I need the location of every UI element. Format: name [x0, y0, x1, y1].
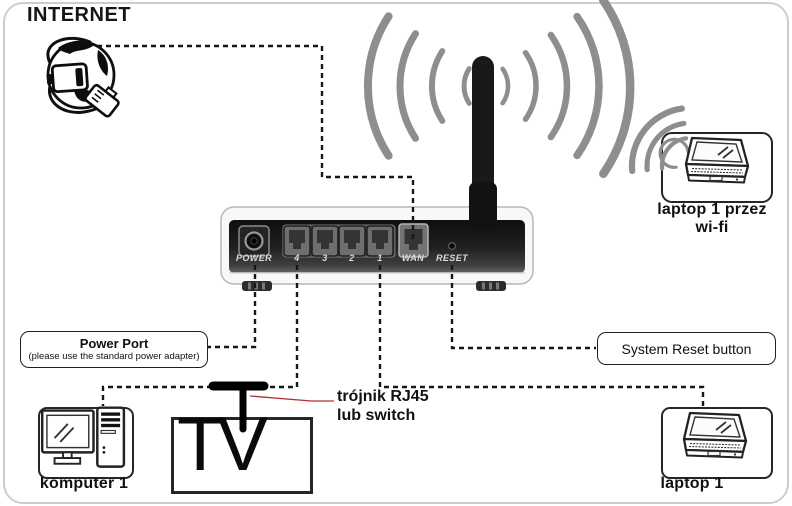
connector-lan1-laptop	[378, 265, 705, 406]
wifi-waves-laptop	[628, 105, 690, 175]
system-reset-label: System Reset button	[621, 340, 752, 357]
rj45-splitter	[208, 381, 269, 433]
power-port-title: Power Port	[79, 336, 149, 351]
diagram-frame	[3, 2, 789, 504]
router-power-label: POWER	[235, 253, 273, 263]
router-port3-label: 3	[322, 253, 328, 263]
connector-lan4-splitter-desktop	[101, 265, 299, 406]
router-port1-label: 1	[377, 253, 383, 263]
router-port4-label: 4	[294, 253, 300, 263]
lan-ports	[283, 225, 394, 257]
wired-laptop-label: laptop 1	[660, 475, 724, 492]
router-wan-label: WAN	[401, 253, 425, 263]
power-jack	[238, 225, 270, 257]
splitter-label: trójnik RJ45 lub switch	[337, 388, 429, 424]
laptop-icon	[684, 136, 750, 184]
connector-internet-wan	[97, 44, 415, 243]
wifi-waves-router	[363, 0, 635, 179]
router-port2-label: 2	[349, 253, 355, 263]
annotation-line	[249, 395, 334, 402]
internet-globe-icon	[46, 36, 120, 118]
tv-box	[171, 417, 313, 494]
connector-reset	[450, 265, 596, 350]
system-reset-callout: System Reset button	[597, 332, 776, 365]
desktop-computer-icon	[40, 406, 126, 468]
router-device	[220, 206, 534, 291]
connectors	[97, 44, 705, 406]
power-port-callout: Power Port (please use the standard powe…	[20, 331, 208, 368]
wan-port	[398, 223, 429, 258]
router-reset-label: RESET	[435, 253, 469, 263]
power-port-subtitle: (please use the standard power adapter)	[28, 351, 200, 362]
tv-label: TV	[177, 402, 268, 487]
internet-label: INTERNET	[27, 4, 131, 26]
laptop-icon	[682, 411, 748, 459]
desktop-label: komputer 1	[39, 475, 129, 492]
wifi-laptop-label: laptop 1 przez wi-fi	[657, 201, 767, 236]
reset-hole	[448, 242, 457, 251]
connector-power	[208, 265, 257, 349]
router-feet	[242, 281, 506, 291]
antenna	[469, 56, 497, 230]
